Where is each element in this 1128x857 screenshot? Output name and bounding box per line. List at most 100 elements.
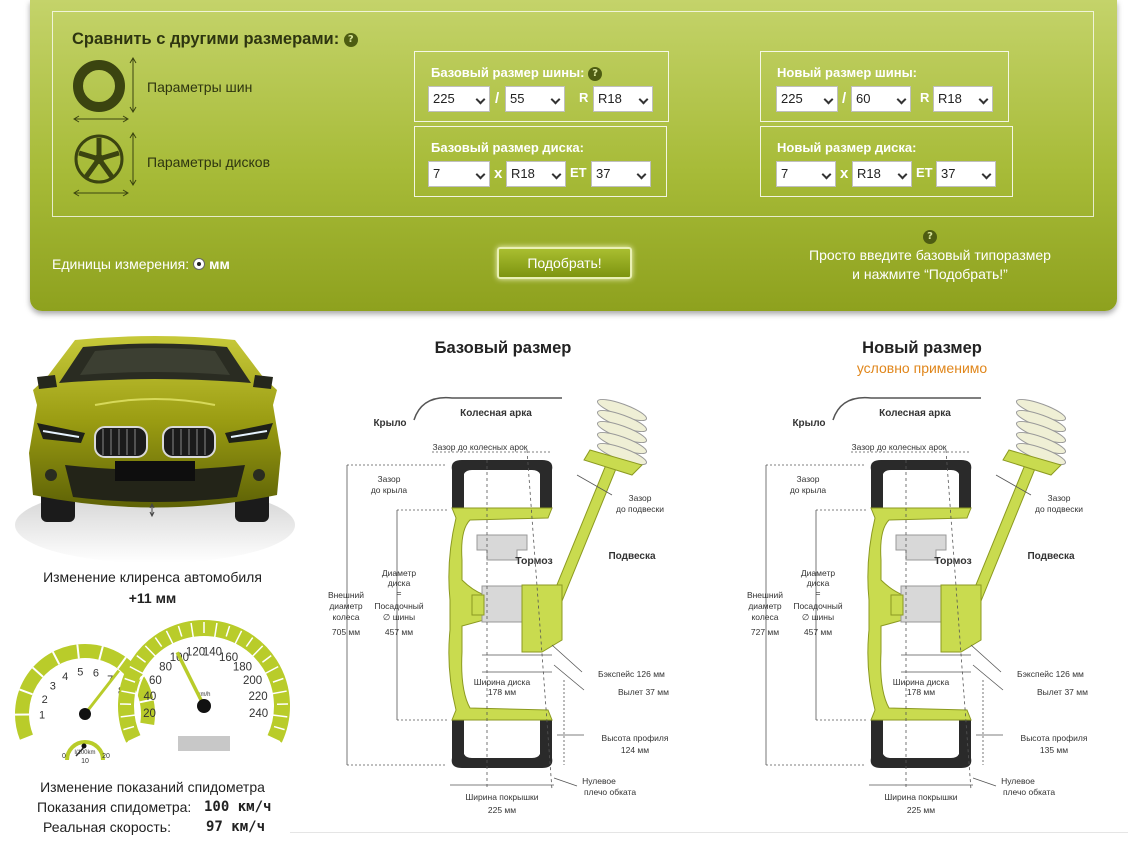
zero-offset-label: Нулевое: [1001, 776, 1035, 786]
chevron-down-icon: [821, 169, 832, 180]
base-tire-radius-value: R18: [598, 91, 622, 106]
new-disk-width-select[interactable]: 7: [776, 161, 836, 187]
new-tire-profile-select[interactable]: 60: [851, 86, 911, 112]
new-tire-width-select[interactable]: 225: [776, 86, 838, 112]
disk-diameter-label: диска: [807, 578, 830, 588]
base-disk-diameter-select[interactable]: R18: [506, 161, 566, 187]
x-separator: x: [840, 165, 849, 182]
speedometer-tick: [136, 655, 147, 663]
compare-title: Сравнить с другими размерами: ?: [72, 30, 358, 49]
new-tire-width-value: 225 мм: [907, 805, 935, 815]
speedometer-tick: [251, 645, 264, 658]
new-disk-diameter-select[interactable]: R18: [852, 161, 912, 187]
speedometer-tick: [124, 677, 136, 683]
suspension-label: Подвеска: [1027, 551, 1075, 562]
base-tire-profile-value: 55: [510, 91, 525, 106]
spring-seat: [1002, 449, 1062, 476]
speedometer-tick-label: 120: [186, 647, 205, 659]
help-icon[interactable]: ?: [588, 66, 603, 81]
chevron-down-icon: [475, 94, 486, 105]
tire-upper: [451, 460, 553, 508]
speedometer-tick-label: 220: [249, 691, 268, 703]
speedometer-needle: [175, 651, 206, 707]
speedometer-tick: [144, 645, 157, 658]
spring-seat: [583, 449, 643, 476]
speedometer-hub: [197, 699, 211, 713]
speedometer-tick: [129, 665, 144, 675]
diagram-line: [945, 449, 972, 791]
speedometer-tick-label: 140: [203, 647, 222, 659]
speedometer-display: [178, 736, 230, 751]
fender-gap-label: до крыла: [371, 485, 408, 495]
tire-legend-label: Параметры шин: [147, 79, 253, 95]
base-disk-title: Базовый размер диска:: [431, 140, 584, 155]
units-mm-radio[interactable]: [193, 258, 206, 270]
arch-gap-label: Зазор до колесных арок: [432, 442, 527, 452]
fuel-unit: l/100km: [74, 750, 95, 756]
tachometer-tick: [98, 646, 104, 661]
chevron-down-icon: [475, 169, 486, 180]
slash-separator: /: [495, 90, 500, 107]
submit-button[interactable]: Подобрать!: [497, 247, 632, 279]
wheel-arch-label: Колесная арка: [460, 408, 532, 419]
new-disk-width-value: 178 мм: [907, 687, 935, 697]
tachometer-needle: [83, 669, 120, 715]
new-tire-box: Новый размер шины: 225 / 60 R R18: [760, 51, 1009, 122]
tire-width-label: Ширина покрышки: [885, 792, 958, 802]
et-label: ET: [570, 165, 587, 180]
units-selector: Единицы измерения:мм: [52, 256, 230, 272]
base-disk-et-select[interactable]: 37: [591, 161, 651, 187]
tachometer-tick: [76, 644, 80, 659]
arch-gap-label: Зазор до колесных арок: [851, 442, 946, 452]
base-tire-profile-select[interactable]: 55: [505, 86, 565, 112]
new-tire-title: Новый размер шины:: [777, 65, 918, 80]
tachometer-tick-label: 2: [42, 694, 48, 706]
et-label: ET: [916, 165, 933, 180]
base-seat-diameter-value: 457 мм: [385, 627, 413, 637]
new-seat-diameter-value: 457 мм: [804, 627, 832, 637]
tire-lower: [870, 720, 972, 768]
fuel-arc: [65, 740, 105, 761]
base-backspace-label: Бэкспейс 126 мм: [598, 669, 665, 679]
radius-prefix: R: [920, 90, 930, 105]
zero-offset-label: плечо обката: [1003, 787, 1055, 797]
suspension-gap-label: до подвески: [616, 504, 664, 514]
size-compare-panel: Сравнить с другими размерами: ? Параметр…: [30, 0, 1117, 311]
disk-width-label: Ширина диска: [474, 677, 531, 687]
base-tire-radius-select[interactable]: R18: [593, 86, 653, 112]
speedometer-tick: [264, 665, 279, 675]
tachometer-tick: [19, 688, 33, 696]
base-tire-box: Базовый размер шины: ? 225 / 55 R R18: [414, 51, 669, 122]
fuel-tick: 0: [62, 753, 66, 760]
clearance-caption: Изменение клиренса автомобиля: [43, 569, 262, 585]
diagram-line: [526, 449, 553, 791]
speedometer-tick-label: 160: [219, 652, 238, 664]
base-disk-width-select[interactable]: 7: [428, 161, 490, 187]
diagram-line: [995, 474, 1032, 496]
speedometer-tick: [154, 637, 163, 647]
new-backspace-label: Бэкспейс 126 мм: [1017, 669, 1084, 679]
base-disk-box: Базовый размер диска: 7 x R18 ET 37: [414, 126, 667, 197]
base-diagram-title: Базовый размер: [434, 339, 572, 357]
fender-gap-label: до крыла: [790, 485, 827, 495]
new-disk-box: Новый размер диска: 7 x R18 ET 37: [760, 126, 1013, 197]
brake-label: Тормоз: [934, 555, 972, 567]
new-diagram-title: Новый размер: [862, 339, 982, 357]
speedometer-tick-label: 200: [243, 675, 262, 687]
tachometer-hub: [79, 708, 91, 720]
zero-offset-label: Нулевое: [582, 776, 616, 786]
outer-diameter-label: колеса: [751, 612, 778, 622]
fender-label: Крыло: [792, 418, 825, 429]
base-tire-width-select[interactable]: 225: [428, 86, 490, 112]
base-disk-diameter-value: R18: [511, 166, 535, 181]
help-icon[interactable]: ?: [343, 32, 358, 47]
disk-diameter-label: Диаметр: [801, 568, 835, 578]
fender-outline: [413, 396, 562, 421]
new-disk-et-select[interactable]: 37: [936, 161, 996, 187]
chevron-down-icon: [551, 169, 562, 180]
help-icon[interactable]: ?: [923, 230, 937, 245]
new-tire-radius-select[interactable]: R18: [933, 86, 993, 112]
speedometer-tick: [245, 637, 254, 647]
